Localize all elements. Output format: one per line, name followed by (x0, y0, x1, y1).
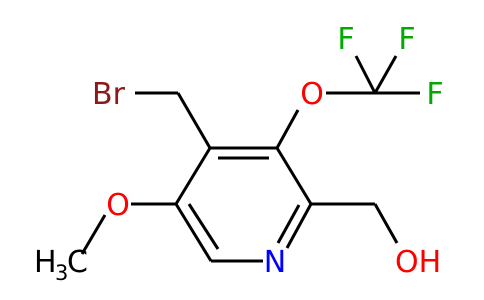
bond-c3-c2 (275, 147, 313, 205)
bond-cf3-f1 (354, 55, 377, 94)
bond-c6-c5-double (187, 203, 220, 250)
oxygen-ocf3-label: O (300, 77, 324, 112)
bond-ch2-oh (373, 203, 399, 244)
bond-c3-o (275, 109, 300, 149)
fluorine-top-left-label: F (337, 22, 354, 57)
atom-labels: Br O F F F O H 3 C N OH (34, 22, 444, 285)
oxygen-methoxy-label: O (106, 188, 130, 223)
fluorine-top-right-label: F (398, 22, 415, 57)
bond-cf3-f2 (373, 55, 398, 94)
fluorine-right-label: F (426, 77, 443, 112)
bonds (80, 55, 420, 263)
bond-c2-n-double (276, 204, 301, 244)
methyl-h-label: H (34, 245, 57, 280)
nitrogen-ring-label: N (264, 245, 286, 280)
bromine-label: Br (92, 77, 126, 112)
bond-c2-n (285, 203, 313, 249)
bond-c4-ch2 (176, 92, 212, 149)
methyl-c-label: C (67, 245, 88, 280)
methyl-subscript: 3 (55, 261, 68, 285)
bond-c5-c4 (174, 147, 212, 205)
bond-o-ch3 (80, 214, 107, 255)
hydroxyl-label: OH (395, 245, 441, 280)
bond-c6-c5 (174, 203, 213, 262)
